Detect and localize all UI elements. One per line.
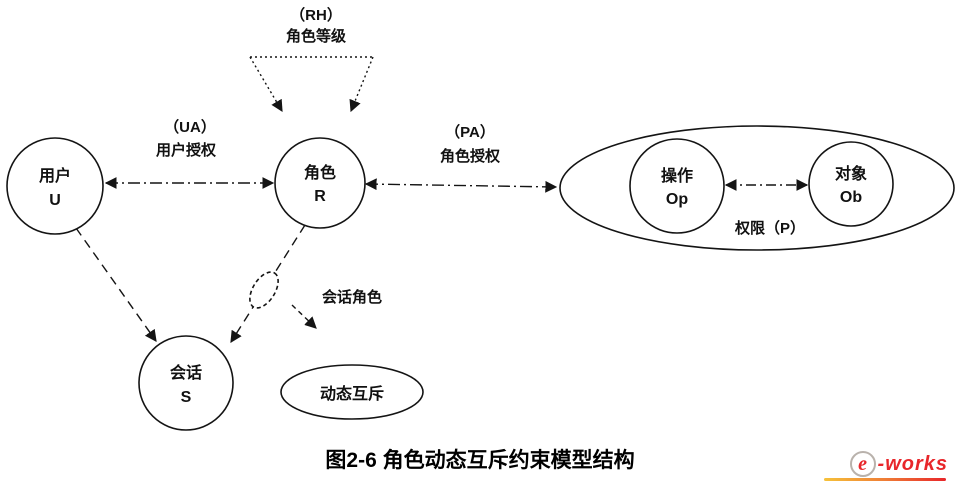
role-node-name: 角色 <box>304 163 336 182</box>
role-node-circle <box>274 137 366 229</box>
rh-right-arrow <box>349 56 374 113</box>
role-node-symbol: R <box>314 188 326 205</box>
operation-node-name: 操作 <box>661 166 693 185</box>
pa-edge <box>364 178 558 193</box>
session-node-name: 会话 <box>170 363 202 382</box>
figure-caption: 图2-6 角色动态互斥约束模型结构 <box>325 448 634 472</box>
operation-node-symbol: Op <box>666 191 688 208</box>
rh-left-arrow <box>249 56 283 113</box>
session-role-arrow <box>291 304 317 329</box>
session-node-circle <box>138 335 234 431</box>
user-node-name: 用户 <box>39 166 71 185</box>
session-role-ellipse <box>249 271 279 309</box>
user-session-edge <box>75 227 157 342</box>
user-node-circle <box>6 137 104 235</box>
session-role-label: 会话角色 <box>322 288 382 306</box>
eworks-logo-text: -works <box>877 452 948 475</box>
eworks-logo-ring-icon: e <box>849 451 876 477</box>
eworks-logo-e: e <box>858 453 867 475</box>
rh-abbr-label: （RH） <box>290 6 342 24</box>
object-node-name: 对象 <box>835 164 867 183</box>
object-node-circle <box>808 141 894 227</box>
ua-abbr-label: （UA） <box>164 118 216 136</box>
user-node-symbol: U <box>49 192 61 209</box>
rh-name-label: 角色等级 <box>286 27 347 45</box>
role-session-edge <box>230 224 306 344</box>
object-node-symbol: Ob <box>840 189 862 206</box>
ua-name-label: 用户授权 <box>156 141 217 159</box>
pa-name-label: 角色授权 <box>440 147 501 165</box>
operation-node-circle <box>629 138 725 234</box>
dynamic-mutex-ellipse <box>280 364 424 420</box>
dynamic-mutex-label: 动态互斥 <box>320 384 384 403</box>
pa-abbr-label: （PA） <box>445 123 495 141</box>
session-node-symbol: S <box>181 389 192 406</box>
eworks-logo: e -works <box>823 451 948 481</box>
permission-label: 权限（P） <box>734 219 805 237</box>
